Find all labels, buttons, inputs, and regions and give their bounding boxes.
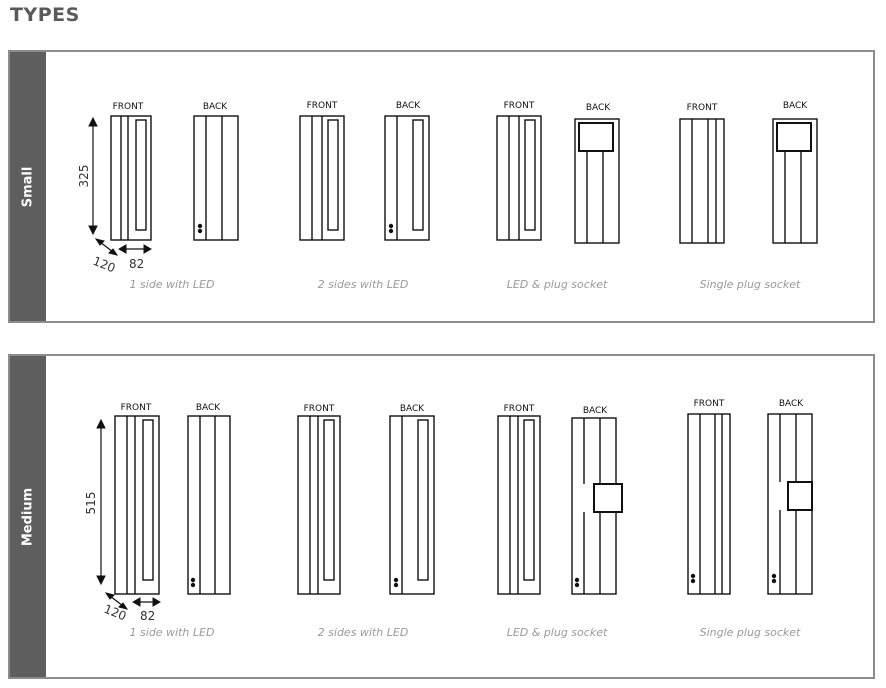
front-label: FRONT bbox=[121, 403, 152, 413]
section-medium: Medium 515 120 82 FRONT BAC bbox=[8, 354, 875, 679]
front-label: FRONT bbox=[504, 101, 535, 111]
bollard-back-plug bbox=[772, 118, 818, 244]
bollard-back-plug bbox=[767, 413, 813, 595]
bollard-front-1-side-led bbox=[110, 115, 152, 241]
bollard-front-led-plug bbox=[497, 415, 541, 595]
width-dimension bbox=[131, 597, 162, 607]
medium-illustrations: 515 120 82 FRONT BACK 1 bbox=[84, 399, 813, 639]
caption: Single plug socket bbox=[700, 626, 801, 639]
bollard-back-led-plug bbox=[571, 417, 623, 595]
depth-dimension bbox=[94, 238, 119, 256]
caption: LED & plug socket bbox=[507, 278, 608, 291]
width-dimension bbox=[117, 244, 153, 254]
back-label: BACK bbox=[583, 406, 608, 416]
back-label: BACK bbox=[203, 102, 228, 112]
height-dimension bbox=[96, 418, 106, 586]
height-dimension bbox=[88, 116, 98, 236]
back-label: BACK bbox=[400, 404, 425, 414]
bollard-back-1-side-led bbox=[193, 115, 239, 241]
front-label: FRONT bbox=[504, 404, 535, 414]
depth-dimension bbox=[104, 592, 129, 610]
depth-dim-label: 120 bbox=[91, 254, 117, 276]
back-label: BACK bbox=[396, 101, 421, 111]
front-label: FRONT bbox=[307, 101, 338, 111]
front-label: FRONT bbox=[694, 399, 725, 409]
bollard-back-led-plug bbox=[574, 118, 620, 244]
page-title: TYPES bbox=[10, 4, 80, 26]
caption: 2 sides with LED bbox=[318, 278, 409, 291]
bollard-front-plug bbox=[679, 118, 725, 244]
width-dim-label: 82 bbox=[140, 609, 155, 623]
bollard-front-2-sides-led bbox=[299, 115, 345, 241]
small-illustrations: 325 120 82 FRONT BACK 1 bbox=[77, 101, 818, 291]
height-dim-label: 515 bbox=[84, 492, 98, 515]
section-side-bar: Medium bbox=[10, 356, 46, 677]
back-label: BACK bbox=[196, 403, 221, 413]
section-small: Small 325 120 82 FRONT BACK bbox=[8, 50, 875, 323]
bollard-front-1-side-led bbox=[114, 415, 160, 595]
caption: Single plug socket bbox=[700, 278, 801, 291]
caption: 1 side with LED bbox=[130, 278, 215, 291]
front-label: FRONT bbox=[113, 102, 144, 112]
bollard-front-2-sides-led bbox=[297, 415, 341, 595]
bollard-front-plug bbox=[687, 413, 731, 595]
front-label: FRONT bbox=[304, 404, 335, 414]
section-side-bar: Small bbox=[10, 52, 46, 321]
width-dim-label: 82 bbox=[129, 257, 144, 271]
bollard-back-2-sides-led bbox=[389, 415, 435, 595]
caption: 2 sides with LED bbox=[318, 626, 409, 639]
caption: LED & plug socket bbox=[507, 626, 608, 639]
back-label: BACK bbox=[586, 103, 611, 113]
back-label: BACK bbox=[783, 101, 808, 111]
bollard-front-led-plug bbox=[496, 115, 542, 241]
caption: 1 side with LED bbox=[130, 626, 215, 639]
bollard-back-1-side-led bbox=[187, 415, 231, 595]
bollard-back-2-sides-led bbox=[384, 115, 430, 241]
front-label: FRONT bbox=[687, 103, 718, 113]
back-label: BACK bbox=[779, 399, 804, 409]
height-dim-label: 325 bbox=[77, 165, 91, 188]
